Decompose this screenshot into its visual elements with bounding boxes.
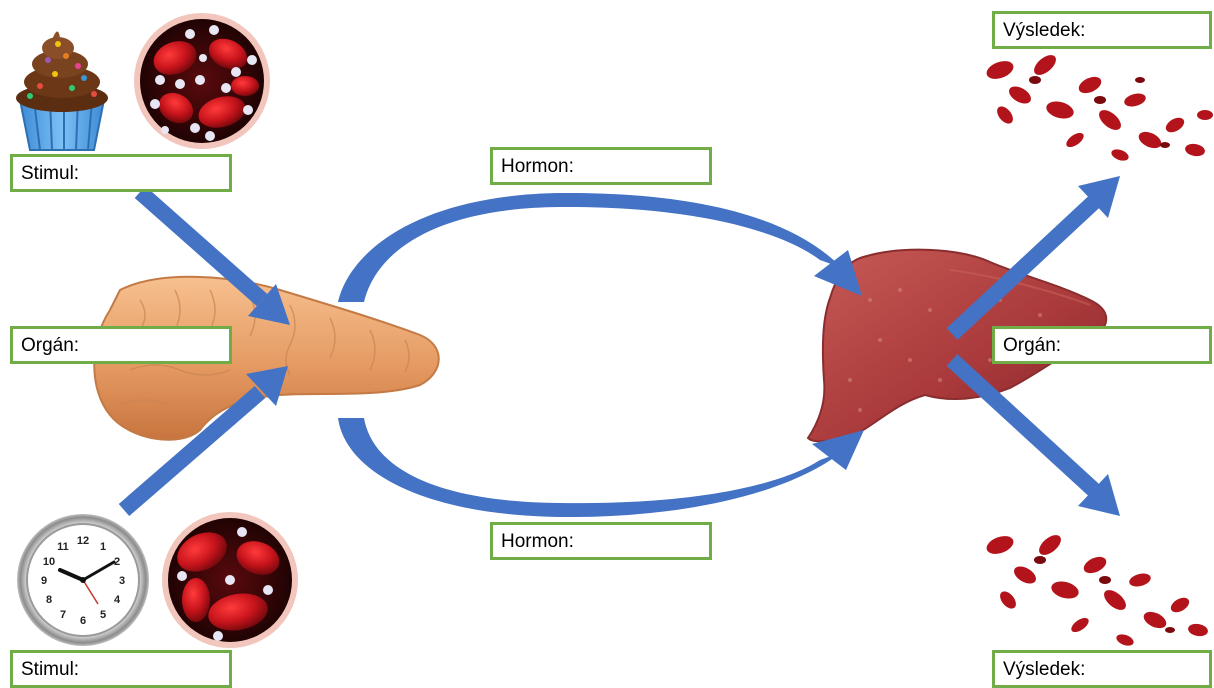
clock-number: 6	[80, 615, 86, 627]
blood-cells-stream-bottom	[984, 531, 1209, 647]
clock-number: 11	[57, 541, 69, 553]
organ-left-field[interactable]: Orgán:	[10, 326, 232, 364]
blood-cells-stream-top	[984, 51, 1213, 162]
organ-right-field[interactable]: Orgán:	[992, 326, 1212, 364]
arrow-hormon-bottom	[338, 418, 864, 517]
hormon-bottom-field[interactable]: Hormon:	[490, 522, 712, 560]
clock-number: 5	[100, 609, 106, 621]
clock-number: 3	[119, 575, 125, 587]
stimul-bottom-label: Stimul:	[21, 659, 79, 680]
clock-icon: 12 1 2 3 4 5 6 7 8 9 10 11	[17, 514, 149, 646]
clock-number: 7	[60, 609, 66, 621]
cupcake-icon	[16, 31, 108, 150]
stimul-top-field[interactable]: Stimul:	[10, 154, 232, 192]
clock-number: 9	[41, 575, 47, 587]
high-glucose-blood-icon	[134, 13, 270, 149]
arrow-liver-to-result-bottom	[952, 360, 1120, 516]
clock-number: 8	[46, 594, 52, 606]
clock-number: 1	[100, 541, 106, 553]
organ-right-label: Orgán:	[1003, 335, 1061, 356]
hormon-top-label: Hormon:	[501, 156, 574, 177]
vysledek-top-field[interactable]: Výsledek:	[992, 11, 1212, 49]
clock-number: 12	[77, 535, 89, 547]
low-glucose-blood-icon	[162, 512, 298, 648]
clock-number: 10	[43, 556, 55, 568]
vysledek-bottom-label: Výsledek:	[1003, 659, 1085, 680]
hormon-top-field[interactable]: Hormon:	[490, 147, 712, 185]
hormon-bottom-label: Hormon:	[501, 531, 574, 552]
arrow-hormon-top	[338, 193, 862, 302]
organ-left-label: Orgán:	[21, 335, 79, 356]
stimul-bottom-field[interactable]: Stimul:	[10, 650, 232, 688]
stimul-top-label: Stimul:	[21, 163, 79, 184]
vysledek-top-label: Výsledek:	[1003, 20, 1085, 41]
vysledek-bottom-field[interactable]: Výsledek:	[992, 650, 1212, 688]
clock-number: 4	[114, 594, 121, 606]
